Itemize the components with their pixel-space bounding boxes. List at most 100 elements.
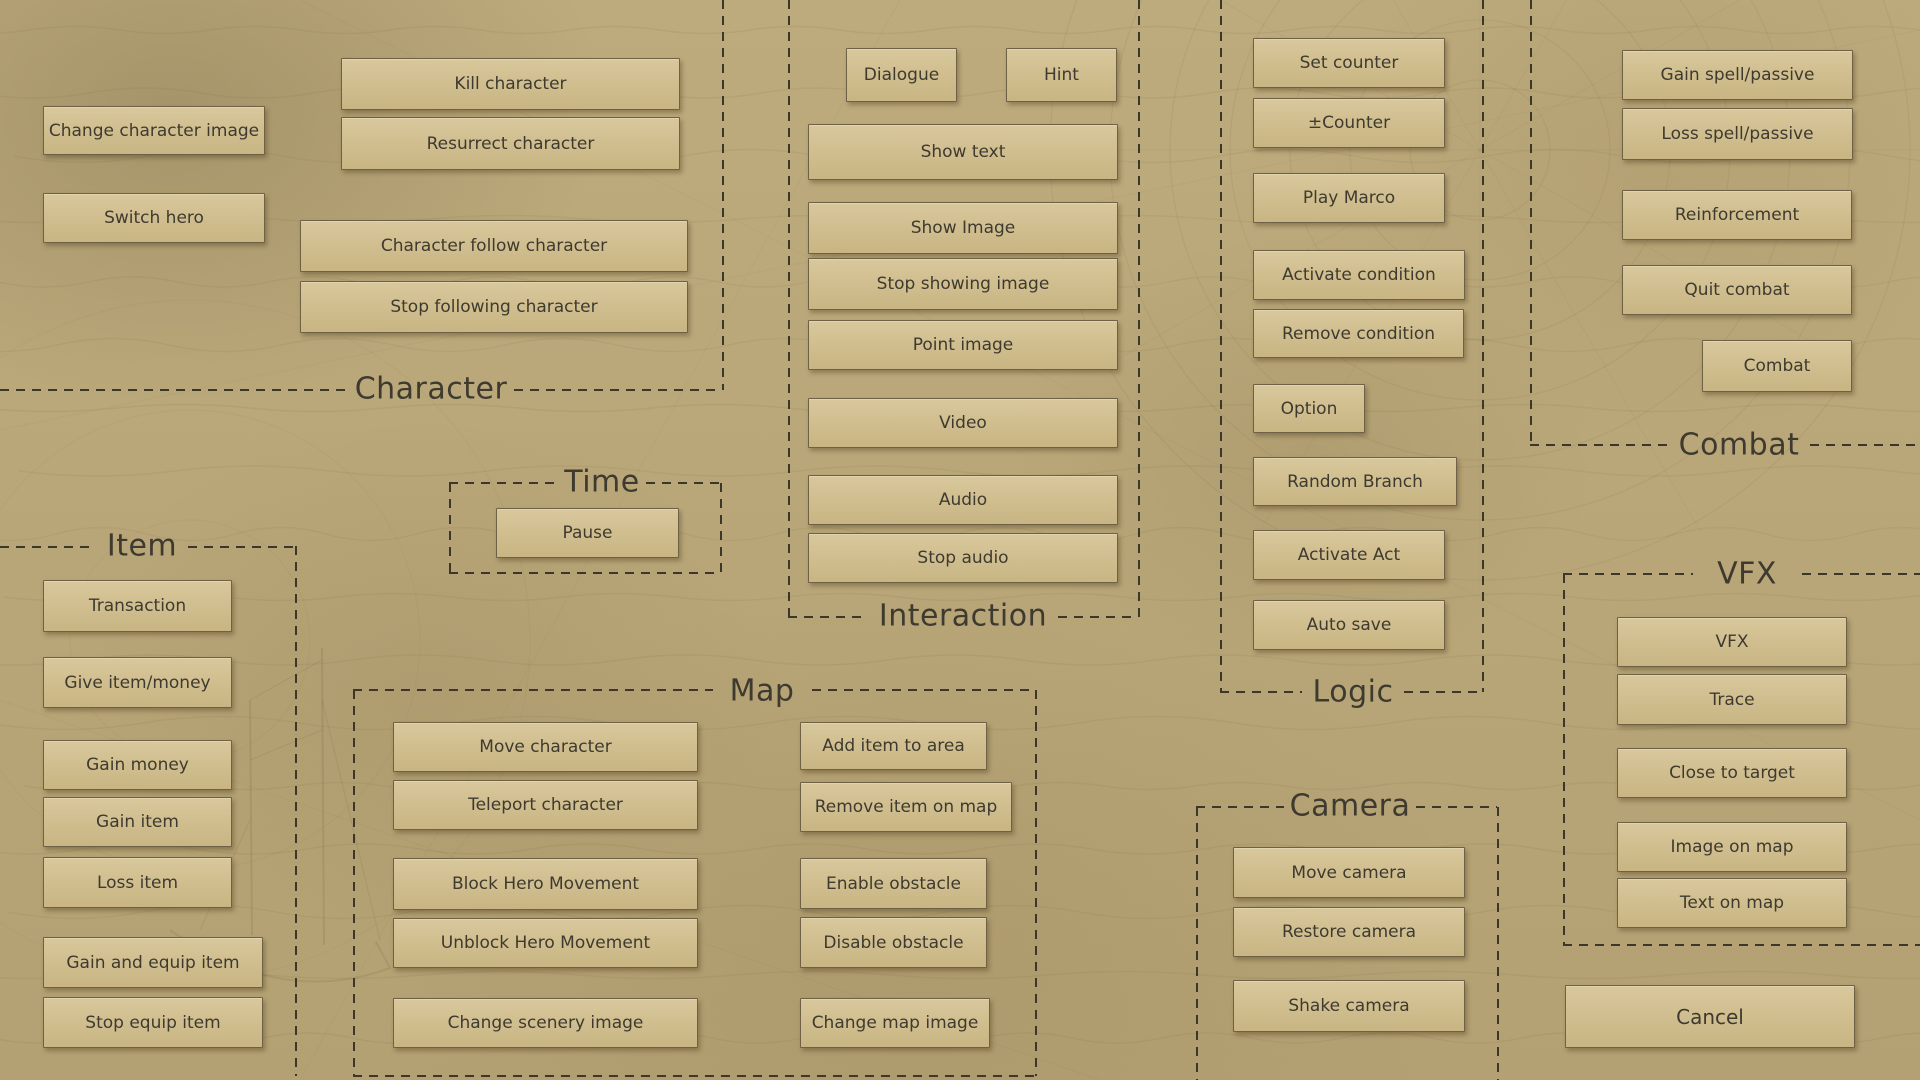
time-section-label: Time bbox=[564, 464, 640, 500]
map-section-border bbox=[353, 689, 713, 691]
resurrect-character-button[interactable]: Resurrect character bbox=[341, 117, 680, 170]
restore-camera-button[interactable]: Restore camera bbox=[1233, 907, 1465, 957]
item-section-border bbox=[295, 546, 297, 1076]
reinforcement-button[interactable]: Reinforcement bbox=[1622, 190, 1852, 240]
enable-obstacle-button[interactable]: Enable obstacle bbox=[800, 858, 987, 909]
character-section-label: Character bbox=[354, 371, 508, 407]
item-section-label: Item bbox=[106, 528, 178, 564]
counter-button[interactable]: ±Counter bbox=[1253, 98, 1445, 148]
shake-camera-button[interactable]: Shake camera bbox=[1233, 980, 1465, 1032]
time-section-border bbox=[449, 483, 451, 573]
gain-and-equip-item-button[interactable]: Gain and equip item bbox=[43, 937, 263, 988]
combat-section-border bbox=[1530, 444, 1668, 446]
text-on-map-button[interactable]: Text on map bbox=[1617, 878, 1847, 928]
stop-equip-item-button[interactable]: Stop equip item bbox=[43, 997, 263, 1048]
time-section-border bbox=[646, 482, 720, 484]
vfx-section-border bbox=[1563, 574, 1565, 945]
camera-section-border bbox=[1196, 806, 1284, 808]
hint-button[interactable]: Hint bbox=[1006, 48, 1117, 102]
camera-section-border bbox=[1416, 806, 1497, 808]
item-section-border bbox=[0, 546, 96, 548]
transaction-button[interactable]: Transaction bbox=[43, 580, 232, 632]
time-section-border bbox=[449, 482, 557, 484]
give-item-money-button[interactable]: Give item/money bbox=[43, 657, 232, 708]
cancel-button[interactable]: Cancel bbox=[1565, 985, 1855, 1048]
audio-button[interactable]: Audio bbox=[808, 475, 1118, 525]
map-section-border bbox=[353, 1075, 1035, 1077]
stop-showing-image-button[interactable]: Stop showing image bbox=[808, 258, 1118, 310]
close-to-target-button[interactable]: Close to target bbox=[1617, 748, 1847, 798]
interaction-section-label: Interaction bbox=[878, 598, 1048, 634]
gain-item-button[interactable]: Gain item bbox=[43, 797, 232, 847]
logic-section-border bbox=[1220, 0, 1222, 692]
dialogue-button[interactable]: Dialogue bbox=[846, 48, 957, 102]
character-section-border bbox=[722, 0, 724, 390]
gain-money-button[interactable]: Gain money bbox=[43, 740, 232, 790]
teleport-character-button[interactable]: Teleport character bbox=[393, 780, 698, 830]
interaction-section-border bbox=[788, 0, 790, 617]
logic-section-border bbox=[1404, 691, 1482, 693]
vfx-section-border bbox=[1563, 944, 1920, 946]
map-section-border bbox=[353, 690, 355, 1076]
auto-save-button[interactable]: Auto save bbox=[1253, 600, 1445, 650]
kill-character-button[interactable]: Kill character bbox=[341, 58, 680, 110]
change-character-image-button[interactable]: Change character image bbox=[43, 106, 265, 155]
add-item-to-area-button[interactable]: Add item to area bbox=[800, 722, 987, 770]
option-button[interactable]: Option bbox=[1253, 384, 1365, 433]
character-section-border bbox=[514, 389, 722, 391]
random-branch-button[interactable]: Random Branch bbox=[1253, 457, 1457, 506]
video-button[interactable]: Video bbox=[808, 398, 1118, 448]
gain-spell-passive-button[interactable]: Gain spell/passive bbox=[1622, 50, 1853, 100]
show-image-button[interactable]: Show Image bbox=[808, 202, 1118, 254]
map-section-border bbox=[1035, 690, 1037, 1076]
disable-obstacle-button[interactable]: Disable obstacle bbox=[800, 917, 987, 968]
vfx-button[interactable]: VFX bbox=[1617, 617, 1847, 667]
play-marco-button[interactable]: Play Marco bbox=[1253, 173, 1445, 223]
change-scenery-image-button[interactable]: Change scenery image bbox=[393, 998, 698, 1048]
combat-section-label: Combat bbox=[1678, 427, 1800, 463]
quit-combat-button[interactable]: Quit combat bbox=[1622, 265, 1852, 315]
logic-section-label: Logic bbox=[1312, 674, 1394, 710]
combat-section-border bbox=[1810, 444, 1920, 446]
block-hero-movement-button[interactable]: Block Hero Movement bbox=[393, 858, 698, 910]
point-image-button[interactable]: Point image bbox=[808, 320, 1118, 370]
trace-button[interactable]: Trace bbox=[1617, 674, 1847, 725]
remove-condition-button[interactable]: Remove condition bbox=[1253, 309, 1464, 358]
camera-section-border bbox=[1497, 807, 1499, 1080]
map-section-border bbox=[812, 689, 1035, 691]
vfx-section-label: VFX bbox=[1717, 556, 1777, 592]
character-section-border bbox=[0, 389, 348, 391]
interaction-section-border bbox=[1138, 0, 1140, 617]
switch-hero-button[interactable]: Switch hero bbox=[43, 193, 265, 243]
interaction-section-border bbox=[1058, 616, 1138, 618]
unblock-hero-movement-button[interactable]: Unblock Hero Movement bbox=[393, 918, 698, 968]
time-section-border bbox=[720, 483, 722, 573]
set-counter-button[interactable]: Set counter bbox=[1253, 38, 1445, 88]
camera-section-label: Camera bbox=[1289, 788, 1411, 824]
loss-item-button[interactable]: Loss item bbox=[43, 857, 232, 908]
vfx-section-border bbox=[1802, 573, 1920, 575]
character-follow-character-button[interactable]: Character follow character bbox=[300, 220, 688, 272]
change-map-image-button[interactable]: Change map image bbox=[800, 998, 990, 1048]
vfx-section-border bbox=[1563, 573, 1693, 575]
move-character-button[interactable]: Move character bbox=[393, 722, 698, 772]
activate-act-button[interactable]: Activate Act bbox=[1253, 530, 1445, 580]
pause-button[interactable]: Pause bbox=[496, 508, 679, 558]
logic-section-border bbox=[1482, 0, 1484, 692]
interaction-section-border bbox=[788, 616, 868, 618]
activate-condition-button[interactable]: Activate condition bbox=[1253, 250, 1465, 300]
combat-button[interactable]: Combat bbox=[1702, 340, 1852, 392]
move-camera-button[interactable]: Move camera bbox=[1233, 847, 1465, 898]
image-on-map-button[interactable]: Image on map bbox=[1617, 822, 1847, 872]
time-section-border bbox=[449, 572, 720, 574]
loss-spell-passive-button[interactable]: Loss spell/passive bbox=[1622, 108, 1853, 160]
item-section-border bbox=[188, 546, 295, 548]
show-text-button[interactable]: Show text bbox=[808, 124, 1118, 180]
stop-following-character-button[interactable]: Stop following character bbox=[300, 281, 688, 333]
camera-section-border bbox=[1196, 807, 1198, 1080]
logic-section-border bbox=[1220, 691, 1302, 693]
remove-item-on-map-button[interactable]: Remove item on map bbox=[800, 782, 1012, 832]
stop-audio-button[interactable]: Stop audio bbox=[808, 533, 1118, 583]
map-section-label: Map bbox=[729, 673, 795, 709]
